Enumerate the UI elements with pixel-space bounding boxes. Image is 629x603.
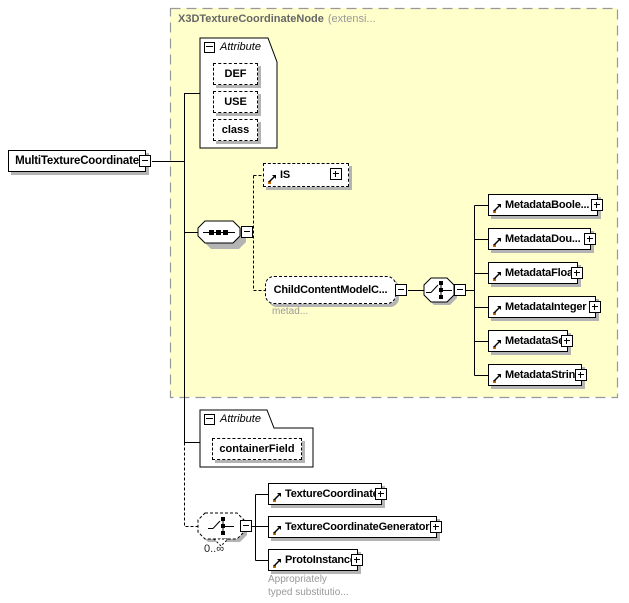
attribute-use-label: USE — [224, 96, 247, 108]
element-reference-icon — [273, 559, 281, 568]
attribute-def[interactable]: DEF — [213, 63, 258, 85]
attribute-class[interactable]: class — [213, 119, 258, 141]
element-is-label: IS — [280, 169, 290, 181]
element-texturecoordinate[interactable]: TextureCoordinate — [268, 483, 387, 505]
expand-icon[interactable] — [589, 301, 601, 313]
element-protoinstance[interactable]: ProtoInstance — [268, 549, 363, 571]
substitution-annotation-line1: Appropriately — [268, 574, 327, 585]
substitution-marker — [212, 538, 230, 547]
collapse-icon[interactable] — [204, 413, 215, 425]
element-metadatastring[interactable]: MetadataString — [488, 364, 587, 386]
element-metadataset[interactable]: MetadataSet — [488, 330, 573, 352]
collapse-icon[interactable] — [139, 155, 151, 167]
expand-icon[interactable] — [561, 335, 573, 347]
element-metadatadouble-label: MetadataDou... — [505, 233, 581, 245]
sequence-collapse-icon[interactable] — [241, 226, 253, 238]
element-reference-icon — [493, 204, 501, 213]
element-metadataset-label: MetadataSet — [505, 335, 568, 347]
element-texturecoordinategenerator-label: TextureCoordinateGenerator — [285, 521, 430, 533]
attribute-group-bottom-header: Attribute — [204, 413, 261, 425]
choice-collapse-icon[interactable] — [454, 284, 466, 296]
occurrence-label: 0..∞ — [204, 543, 225, 555]
group-childcontentmodel-label: ChildContentModelC... — [273, 284, 388, 296]
element-metadataboolean[interactable]: MetadataBoole... — [488, 194, 603, 216]
attribute-containerfield[interactable]: containerField — [212, 438, 302, 460]
element-is[interactable]: IS — [263, 163, 349, 187]
element-protoinstance-label: ProtoInstance — [285, 554, 356, 566]
element-reference-icon — [493, 340, 501, 349]
element-metadatastring-label: MetadataString — [505, 369, 582, 381]
attribute-containerfield-label: containerField — [219, 443, 295, 455]
choice-icon — [423, 277, 457, 305]
expand-icon[interactable] — [430, 521, 442, 533]
element-reference-icon — [273, 493, 281, 502]
element-texturecoordinategenerator[interactable]: TextureCoordinateGenerator — [268, 516, 442, 538]
group-childcontentmodel[interactable]: ChildContentModelC... — [265, 276, 407, 304]
dashed-connectors — [184, 175, 265, 527]
solid-connectors — [152, 93, 488, 561]
group-annotation: metad... — [272, 306, 309, 317]
element-metadataboolean-label: MetadataBoole... — [505, 199, 590, 211]
attribute-use[interactable]: USE — [213, 91, 258, 113]
attribute-group-label: Attribute — [220, 41, 261, 53]
expand-icon[interactable] — [571, 267, 583, 279]
element-reference-icon — [493, 374, 501, 383]
expand-icon[interactable] — [575, 369, 587, 381]
region-title: X3DTextureCoordinateNode(extensi... — [178, 13, 376, 25]
attribute-group-top-header: Attribute — [204, 41, 261, 53]
element-multitexturecoordinate[interactable]: MultiTextureCoordinate — [8, 150, 151, 172]
element-metadatainteger-label: MetadataInteger — [505, 301, 587, 313]
collapse-icon[interactable] — [204, 41, 215, 53]
sequence-icon — [197, 220, 246, 249]
attribute-group-label: Attribute — [220, 413, 261, 425]
region-title-suffix: (extensi... — [327, 13, 376, 25]
substitution-choice-icon — [197, 512, 247, 547]
expand-icon[interactable] — [375, 488, 387, 500]
collapse-icon[interactable] — [395, 284, 407, 296]
substitution-collapse-icon[interactable] — [240, 520, 252, 532]
extension-region-border — [169, 7, 619, 399]
element-reference-icon — [493, 238, 501, 247]
attribute-class-label: class — [221, 124, 250, 136]
element-metadatafloat-label: MetadataFloat — [505, 267, 577, 279]
element-reference-icon — [493, 306, 501, 315]
element-metadatainteger[interactable]: MetadataInteger — [488, 296, 601, 318]
attribute-def-label: DEF — [224, 68, 247, 80]
element-reference-icon — [268, 175, 276, 184]
element-metadatafloat[interactable]: MetadataFloat — [488, 262, 583, 284]
element-metadatadouble[interactable]: MetadataDou... — [488, 228, 596, 250]
expand-icon[interactable] — [591, 199, 603, 211]
element-reference-icon — [273, 526, 281, 535]
element-reference-icon — [493, 272, 501, 281]
element-multitexturecoordinate-label: MultiTextureCoordinate — [15, 155, 139, 167]
substitution-annotation-line2: typed substitutio... — [268, 587, 349, 598]
element-texturecoordinate-label: TextureCoordinate — [285, 488, 379, 500]
expand-icon[interactable] — [330, 168, 342, 180]
expand-icon[interactable] — [584, 233, 596, 245]
region-title-name: X3DTextureCoordinateNode — [178, 13, 324, 25]
expand-icon[interactable] — [351, 554, 363, 566]
